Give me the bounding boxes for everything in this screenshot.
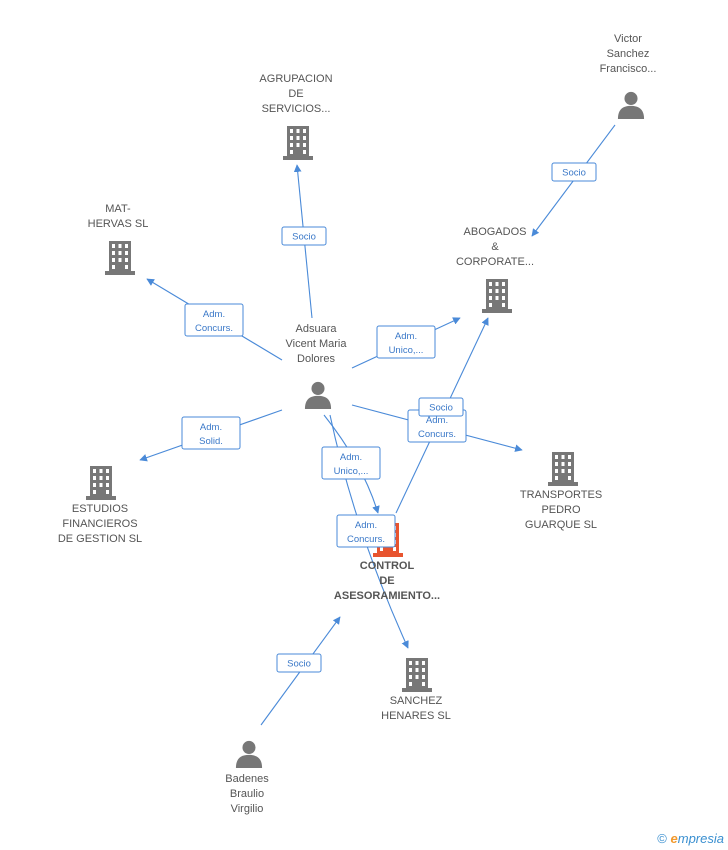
node-label-abogados: ABOGADOS&CORPORATE... (456, 226, 534, 268)
edge-label-adsuara-to-estudios: Adm.Solid. (181, 416, 241, 450)
svg-text:Adm.Unico,...: Adm.Unico,... (389, 331, 424, 356)
svg-text:Adm.Solid.: Adm.Solid. (199, 422, 223, 447)
svg-text:Adm.Concurs.: Adm.Concurs. (418, 415, 456, 440)
edge-label-victor-to-abogados: Socio (551, 162, 597, 182)
person-icon (235, 740, 263, 768)
svg-text:Socio: Socio (429, 403, 453, 414)
svg-text:Socio: Socio (292, 232, 316, 243)
svg-text:Socio: Socio (287, 659, 311, 670)
copyright-symbol: © (657, 831, 667, 846)
edge-label-adsuara-to-sanchez: Adm.Concurs. (336, 514, 396, 548)
node-abogados[interactable]: ABOGADOS&CORPORATE... (456, 226, 534, 313)
building-icon (86, 466, 116, 500)
edge-label-adsuara-to-control: Adm.Unico,... (321, 446, 381, 480)
svg-text:Socio: Socio (562, 168, 586, 179)
node-label-mat: MAT-HERVAS SL (88, 203, 149, 230)
brand-logo-name: mpresia (677, 831, 724, 846)
svg-text:Adm.Concurs.: Adm.Concurs. (195, 309, 233, 334)
svg-text:Adm.Unico,...: Adm.Unico,... (334, 452, 369, 477)
edge-label-adsuara-to-abogados: Adm.Unico,... (376, 325, 436, 359)
person-icon (617, 91, 645, 119)
svg-text:Adm.Concurs.: Adm.Concurs. (347, 520, 385, 545)
building-icon (548, 452, 578, 486)
building-icon (482, 279, 512, 313)
building-icon (105, 241, 135, 275)
edge-label-badenes-to-control: Socio (276, 653, 322, 673)
edge-label-adsuara-to-mat: Adm.Concurs. (184, 303, 244, 337)
node-mat[interactable]: MAT-HERVAS SL (88, 203, 149, 275)
brand-footer: © empresia (657, 831, 724, 846)
building-icon (283, 126, 313, 160)
edge-label-adsuara-to-agrupacion: Socio (281, 226, 327, 246)
building-icon (402, 658, 432, 692)
edge-label-control-to-abogados: Socio (418, 397, 464, 417)
person-icon (304, 381, 332, 409)
brand-logo-initial: e (670, 831, 678, 846)
